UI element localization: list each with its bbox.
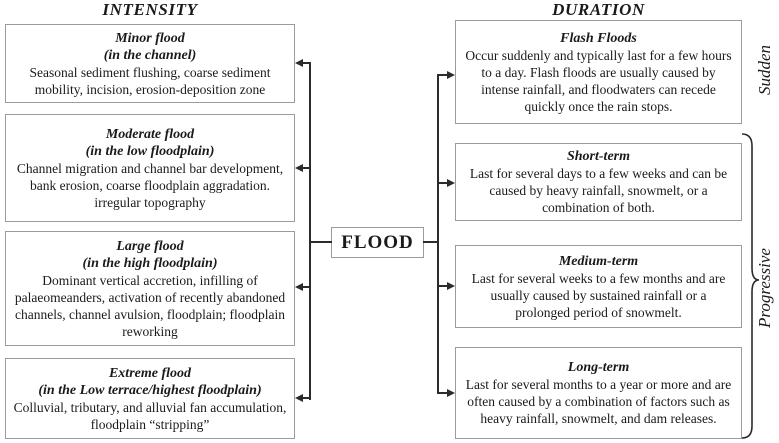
arrowhead-extreme-icon (295, 394, 303, 402)
box-title: Moderate flood (105, 126, 195, 142)
arrowhead-flash-icon (447, 71, 455, 79)
duration-header: DURATION (552, 0, 645, 19)
branch-line-long (439, 392, 447, 394)
arrowhead-moderate-icon (295, 164, 303, 172)
duration-box-short-term: Short-term Last for several days to a fe… (455, 143, 742, 221)
box-body: Last for several days to a few weeks and… (469, 166, 728, 215)
intensity-box-large-flood: Large flood (in the high floodplain) Dom… (5, 231, 295, 346)
flood-left-connector (309, 241, 332, 243)
branch-line-extreme (302, 397, 310, 399)
box-title: Medium-term (558, 253, 639, 269)
box-body: Seasonal sediment flushing, coarse sedim… (29, 64, 271, 97)
progressive-label: Progressive (755, 248, 774, 328)
box-subtitle: (in the Low terrace/highest floodplain) (38, 382, 262, 398)
box-title: Large flood (116, 238, 184, 254)
box-body: Last for several weeks to a few months a… (471, 270, 726, 320)
box-title: Long-term (567, 360, 630, 375)
box-title: Minor flood (115, 30, 185, 46)
branch-line-medium (439, 285, 447, 287)
arrowhead-medium-icon (447, 282, 455, 290)
flood-right-connector (423, 241, 439, 243)
branch-line-short (439, 182, 447, 184)
arrowhead-large-icon (295, 283, 303, 291)
box-body: Dominant vertical accretion, infilling o… (14, 272, 286, 339)
arrowhead-minor-icon (295, 59, 303, 67)
branch-line-flash (439, 74, 447, 76)
duration-box-medium-term: Medium-term Last for several weeks to a … (455, 245, 742, 328)
box-body: Last for several months to a year or mor… (465, 377, 732, 426)
box-subtitle: (in the channel) (103, 47, 197, 63)
intensity-box-extreme-flood: Extreme flood (in the Low terrace/highes… (5, 358, 295, 439)
box-body: Channel migration and channel bar develo… (16, 160, 284, 210)
flood-node: FLOOD (331, 227, 424, 258)
sudden-label: Sudden (755, 44, 774, 96)
branch-line-moderate (302, 167, 310, 169)
arrowhead-long-icon (447, 389, 455, 397)
box-subtitle: (in the low floodplain) (85, 143, 215, 159)
box-title: Short-term (566, 149, 630, 164)
branch-line-minor (302, 62, 310, 64)
branch-line-large (302, 286, 310, 288)
box-title: Flash Floods (560, 30, 637, 46)
intensity-trunk-line (309, 62, 311, 400)
intensity-box-moderate-flood: Moderate flood (in the low floodplain) C… (5, 114, 295, 222)
duration-box-long-term: Long-term Last for several months to a y… (455, 347, 742, 439)
arrowhead-short-icon (447, 179, 455, 187)
intensity-box-minor-flood: Minor flood (in the channel) Seasonal se… (5, 24, 295, 103)
duration-trunk-line (437, 74, 439, 394)
box-body: Colluvial, tributary, and alluvial fan a… (13, 399, 287, 432)
box-title: Extreme flood (108, 365, 192, 381)
box-body: Occur suddenly and typically last for a … (465, 47, 732, 114)
progressive-brace-icon (741, 133, 760, 439)
box-subtitle: (in the high floodplain) (82, 255, 218, 271)
intensity-header: INTENSITY (102, 0, 198, 19)
duration-box-flash-floods: Flash Floods Occur suddenly and typicall… (455, 20, 742, 124)
